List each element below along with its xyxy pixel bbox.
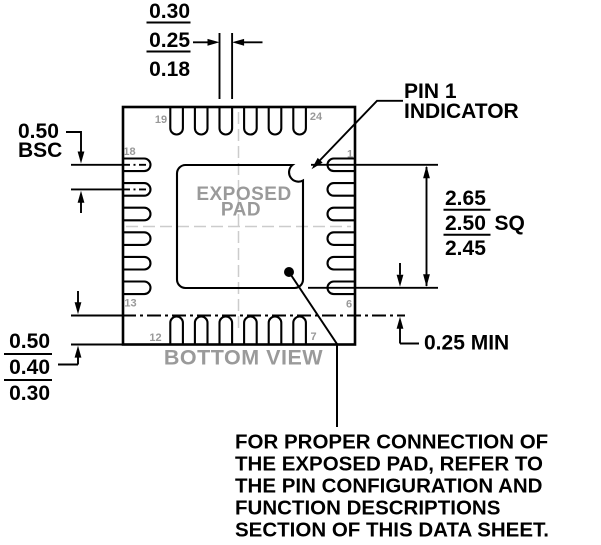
pin-slot [123,255,152,271]
pin-slot [169,107,184,136]
pin-slot [326,255,355,271]
dim-exposed-pad: 2.65 2.50 SQ 2.45 [308,163,525,289]
pitch-value: 0.50 [18,120,59,143]
lead-width-max: 0.30 [149,0,190,23]
dimension-arrow-up-icon [74,345,82,358]
dimension-arrow-down-icon [77,151,85,164]
pin-slot [123,157,152,173]
pin1-indicator-line1: PIN 1 [404,80,457,103]
dimension-arrow-up-icon [423,165,430,179]
pin1-indicator-callout: PIN 1 INDICATOR [311,80,519,170]
pin-slot [267,315,283,345]
pin-number-labels: 19 24 18 1 13 6 12 7 [123,111,353,344]
pin1-indicator-line2: INDICATOR [404,100,519,123]
leader-line [399,328,419,345]
leader-line [312,99,403,168]
lead-width-min: 0.18 [149,58,190,81]
pin-slot [123,182,152,197]
package-outline [121,105,357,346]
pin-19-label: 19 [155,114,167,126]
dimension-arrow-down-icon [74,302,82,315]
leader-line [58,357,79,366]
pin-row-bottom [169,315,307,345]
pin-slot [218,315,234,345]
lead-length-min: 0.30 [9,382,50,405]
lead-width-nom: 0.25 [149,29,190,52]
pin-slot [326,182,355,197]
dim-pitch: 0.50 BSC [18,120,146,213]
pin-slot [326,206,355,222]
pin-slot [243,315,258,345]
extension-lines [218,33,234,99]
exposed-pad-note: FOR PROPER CONNECTION OF THE EXPOSED PAD… [235,431,549,542]
exposed-pad-outline [175,163,305,290]
centerlines [126,112,351,330]
pin-6-label: 6 [346,299,352,311]
pin-slot [292,315,307,345]
dim-clearance: 0.25 MIN [71,314,509,355]
pin-18-label: 18 [123,146,135,158]
pin-column-left [123,157,152,296]
pin-slot [123,206,152,222]
dimension-arrow-down-icon [396,274,404,287]
pitch-qualifier: BSC [18,139,62,162]
note-leader [284,267,338,427]
pin-1-label: 1 [347,149,353,161]
pin-slot [169,315,184,345]
dim-lead-width: 0.30 0.25 0.18 [146,0,263,99]
pin-slot [218,107,234,136]
pad-nom: 2.50 [445,212,486,235]
dimension-arrow-up-icon [396,316,404,329]
pin-slot [123,280,152,296]
clearance-value: 0.25 MIN [424,332,509,355]
dimension-arrow-up-icon [77,190,85,203]
pad-suffix: SQ [495,212,525,235]
pin-slot [193,315,209,345]
pin-slot [292,107,307,136]
dimension-arrow-right-icon [207,38,220,46]
note-line: THE PIN CONFIGURATION AND [235,475,543,498]
pin-row-top [169,107,307,136]
bottom-view-label: BOTTOM VIEW [164,346,323,370]
pin-24-label: 24 [310,111,323,123]
dimension-arrow-left-icon [232,38,245,46]
leader-line [66,131,82,152]
pin-slot [267,107,283,136]
pad-max: 2.65 [445,187,486,210]
lead-length-nom: 0.40 [9,356,50,379]
pin-12-label: 12 [149,332,161,344]
pin-slot [326,231,355,246]
dimension-arrow-down-icon [423,274,430,287]
pin-slot [123,231,152,246]
pin-slot [243,107,258,136]
pin-13-label: 13 [124,298,136,310]
note-line: THE EXPOSED PAD, REFER TO [235,453,543,476]
note-line: SECTION OF THIS DATA SHEET. [235,519,549,542]
note-line: FOR PROPER CONNECTION OF [235,431,548,454]
note-line: FUNCTION DESCRIPTIONS [235,497,500,520]
leader-arrow-icon [311,157,323,170]
pin-slot [193,107,209,136]
lead-length-max: 0.50 [9,330,50,353]
pin-7-label: 7 [310,331,316,343]
leader-line [288,271,338,427]
exposed-pad-label-line2: PAD [221,200,261,221]
pad-min: 2.45 [445,237,486,260]
exposed-pad-label-line1: EXPOSED [196,184,291,205]
dim-lead-length: 0.50 0.40 0.30 [4,291,123,405]
